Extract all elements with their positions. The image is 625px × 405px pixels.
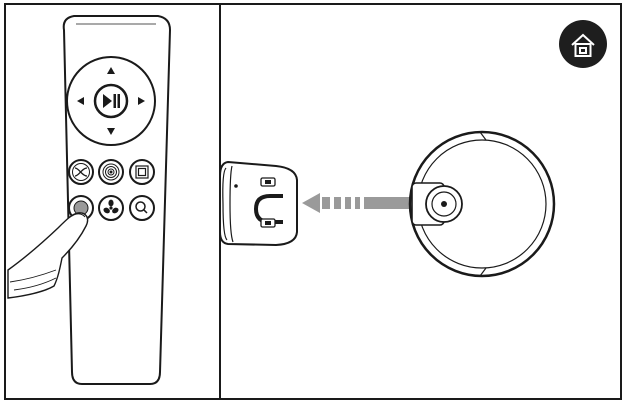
remote-control [62, 15, 172, 385]
fan-icon [103, 199, 119, 214]
edge-clean-button[interactable] [129, 159, 155, 185]
play-pause-icon [103, 94, 120, 108]
search-button[interactable] [129, 195, 155, 221]
magnifier-icon [135, 201, 148, 214]
robot-vacuum [408, 130, 556, 278]
play-pause-button[interactable] [93, 83, 129, 119]
random-mode-button[interactable] [68, 159, 94, 185]
spot-clean-button[interactable] [98, 159, 124, 185]
arrow-right-icon[interactable] [138, 97, 145, 105]
shuffle-icon [74, 167, 88, 177]
suction-button[interactable] [98, 195, 124, 221]
arrow-left-icon[interactable] [77, 97, 84, 105]
home-icon [571, 33, 595, 57]
pointing-finger [7, 212, 89, 299]
charging-dock [219, 160, 298, 247]
home-badge [559, 20, 607, 68]
square-frame-icon [135, 165, 149, 179]
arrow-up-icon[interactable] [107, 67, 115, 74]
dashed-arrow-icon [302, 193, 412, 213]
outer-frame [4, 3, 622, 400]
spiral-icon [102, 163, 120, 181]
arrow-down-icon[interactable] [107, 128, 115, 135]
